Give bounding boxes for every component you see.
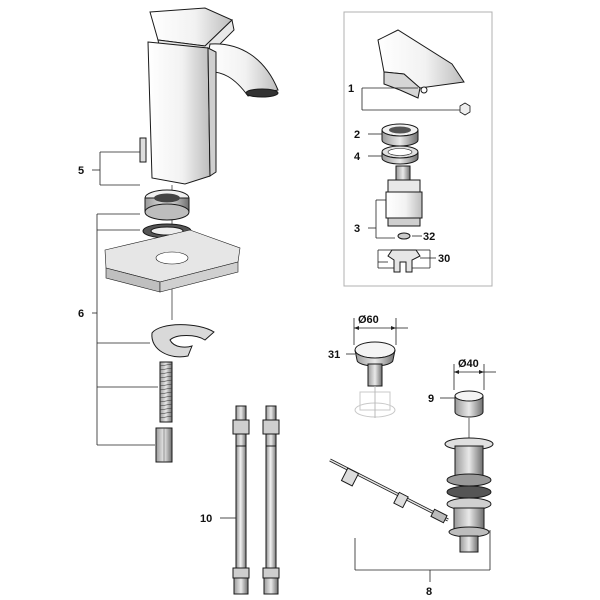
faucet-body [139,7,279,185]
pop-up-lift-rod [329,458,449,524]
leader-8 [354,530,491,582]
mounting-rings [142,189,192,239]
callout-3: 3 [354,223,360,235]
cap-ring [381,123,419,147]
flex-hose-left [232,405,250,595]
threaded-rod [159,361,173,423]
callout-4: 4 [354,151,361,163]
countertop [104,229,241,293]
callout-2: 2 [354,129,360,141]
dimension-d60: Ø60 [358,314,379,326]
horseshoe-clamp [151,324,215,358]
small-oring [397,232,411,240]
seal-ring [381,145,419,165]
callout-1: 1 [348,83,354,95]
cartridge [385,165,423,227]
hex-nut [155,427,173,463]
callout-9: 9 [428,393,434,405]
retaining-clip [387,249,421,273]
callout-8: 8 [426,586,432,598]
callout-6: 6 [78,308,84,320]
callout-30: 30 [438,253,450,265]
pop-up-cap-40 [453,364,496,418]
drain-body [444,418,494,553]
leader-lines-left [92,151,158,446]
callout-10: 10 [200,513,212,525]
callout-5: 5 [78,165,84,177]
flex-hose-right [262,405,280,595]
dimension-d40: Ø40 [458,358,479,370]
callout-31: 31 [328,349,340,361]
callout-32: 32 [423,231,435,243]
pop-up-cap-60 [353,318,408,418]
inset-lever [377,29,465,99]
